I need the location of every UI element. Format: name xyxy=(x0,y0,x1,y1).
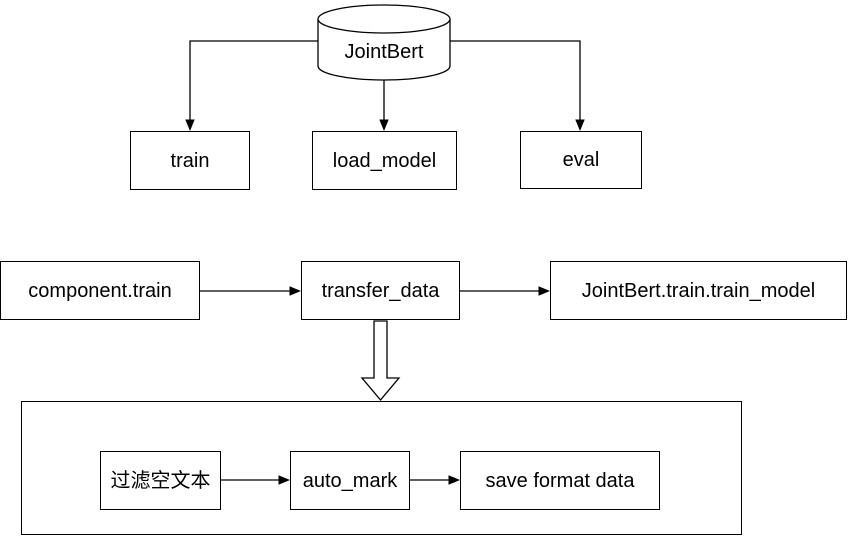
node-save-format-data: save format data xyxy=(460,451,660,510)
cylinder-jointbert-label: JointBert xyxy=(344,40,424,63)
edge-jointbert-eval xyxy=(450,40,585,131)
node-filter-empty-text: 过滤空文本 xyxy=(100,451,221,510)
block-arrow-transfer-data-subprocess xyxy=(360,320,401,402)
node-jointbert-train-train-model: JointBert.train.train_model xyxy=(550,261,847,320)
edge-filter-empty-text-auto-mark xyxy=(221,475,290,485)
edge-jointbert-train xyxy=(185,40,318,131)
node-auto-mark: auto_mark xyxy=(290,451,410,510)
cylinder-jointbert xyxy=(317,4,451,81)
node-transfer-data: transfer_data xyxy=(301,261,460,320)
node-load-model: load_model xyxy=(312,131,457,190)
node-train: train xyxy=(130,131,250,190)
node-eval: eval xyxy=(520,131,642,189)
edge-auto-mark-save-format-data xyxy=(410,475,460,485)
node-component-train: component.train xyxy=(0,261,200,320)
edge-jointbert-load-model xyxy=(379,80,389,131)
edge-transfer-data-train-model xyxy=(460,286,550,296)
subprocess-container xyxy=(21,401,742,535)
edge-component-train-transfer-data xyxy=(200,286,301,296)
